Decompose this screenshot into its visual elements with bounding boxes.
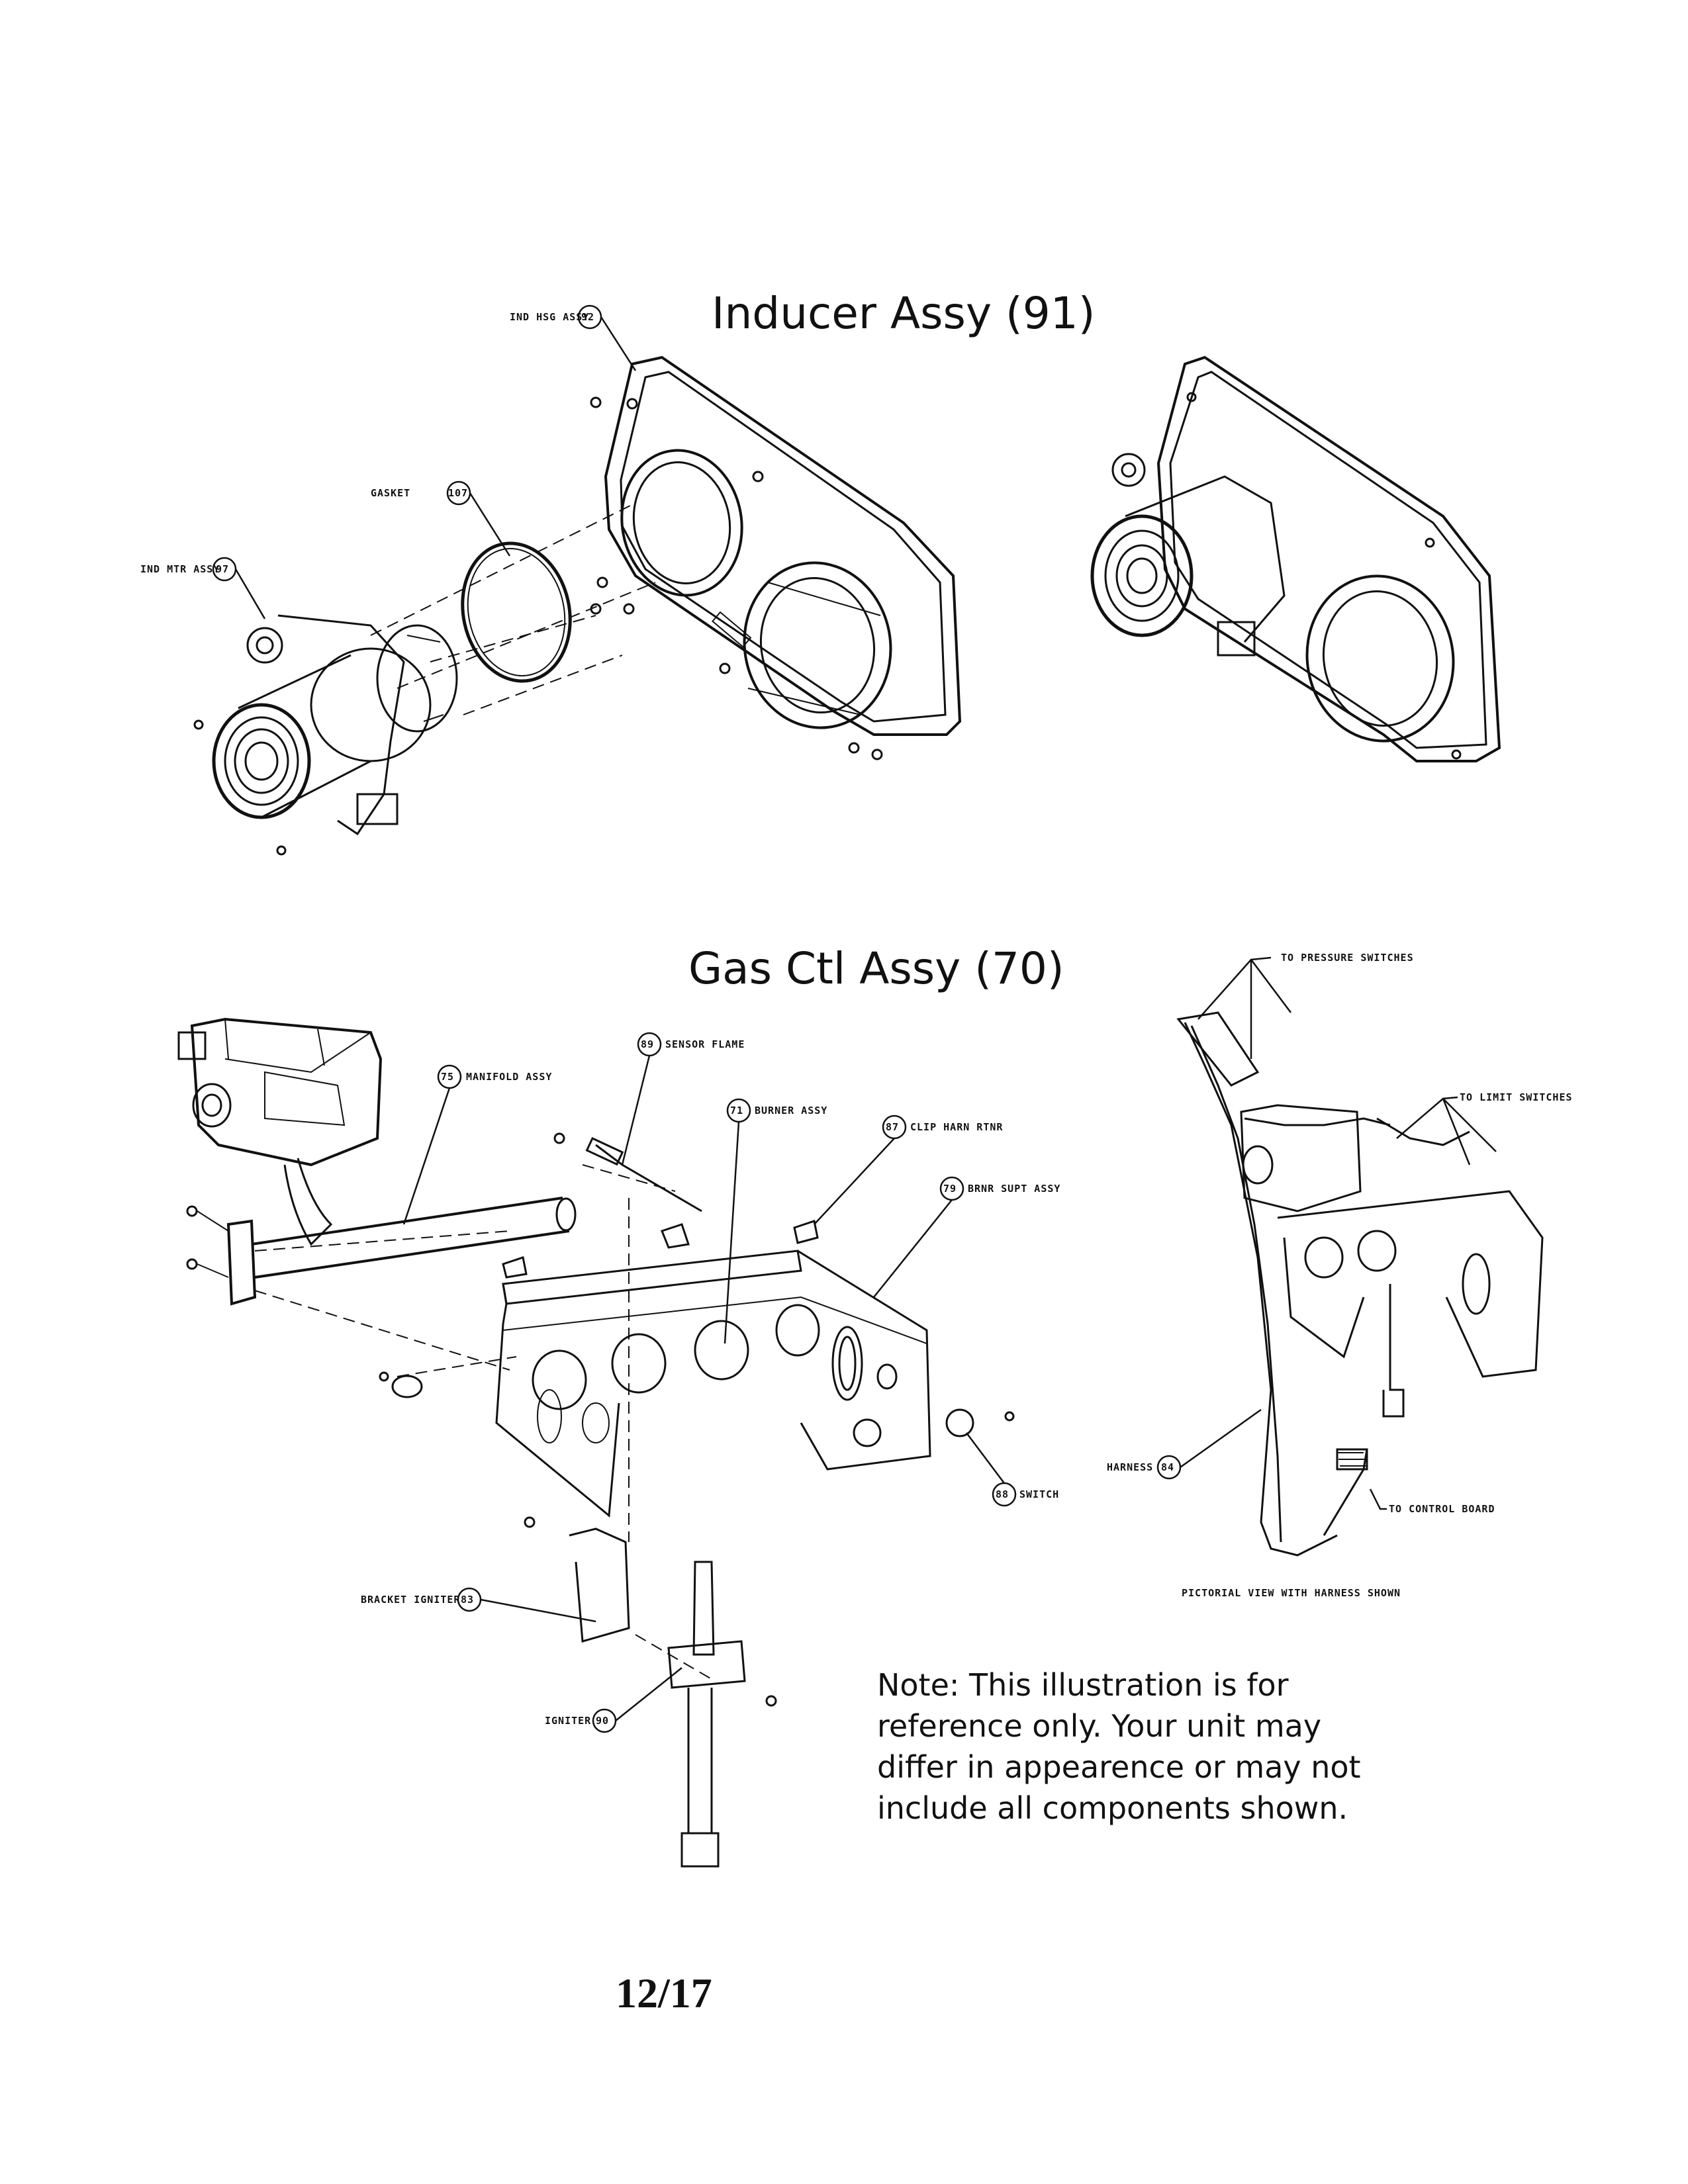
callout-clip-harn-rtnr: CLIP HARN RTNR [910,1121,1004,1133]
gasket-ring [450,533,583,692]
callout-ind-mtr-assy: IND MTR ASSY [140,563,220,575]
label-to-limit-switches: TO LIMIT SWITCHES [1460,1091,1573,1103]
label-to-pressure-switches: TO PRESSURE SWITCHES [1281,952,1414,964]
burner-support-assembly [496,1251,930,1516]
callout-num-89: 89 [641,1038,655,1050]
callout-gasket: GASKET [371,487,411,499]
callout-bracket-igniter: BRACKET IGNITER [361,1594,461,1606]
callout-num-71: 71 [730,1105,744,1116]
label-to-control-board: TO CONTROL BOARD [1389,1503,1495,1515]
reference-note: Note: This illustration is for reference… [877,1664,1473,1829]
igniter [694,1562,714,1655]
inducer-assy-title: Inducer Assy (91) [712,288,1096,339]
callout-num-97: 97 [216,563,230,575]
callout-num-88: 88 [996,1488,1009,1500]
igniter-bracket [569,1529,629,1641]
gas-ctl-assy-title: Gas Ctl Assy (70) [688,943,1064,994]
pictorial-view-caption: PICTORIAL VIEW WITH HARNESS SHOWN [1182,1587,1401,1599]
callout-manifold-assy: MANIFOLD ASSY [466,1071,553,1083]
callout-brnr-supt-assy: BRNR SUPT ASSY [968,1183,1061,1195]
callout-num-84: 84 [1161,1461,1175,1473]
callout-igniter: IGNITER [545,1715,592,1727]
callout-ind-hsg-assy: IND HSG ASSY [510,311,589,323]
callout-num-79: 79 [943,1183,957,1195]
inducer-motor-exploded [195,615,457,854]
gas-valve [179,1019,381,1165]
harness-pictorial-view [1178,1013,1542,1555]
note-line: include all components shown. [877,1790,1348,1826]
manifold-pipe [187,1158,575,1304]
callout-burner-assy: BURNER ASSY [755,1105,828,1116]
callout-label: IND HSG ASSY [510,311,590,323]
note-line: Note: This illustration is for [877,1667,1289,1703]
callout-num-83: 83 [461,1594,475,1606]
callout-num-90: 90 [596,1715,610,1727]
page-number: 12/17 [616,1970,712,2017]
flame-sensor [596,1145,702,1211]
note-line: reference only. Your unit may [877,1708,1322,1744]
callout-num-87: 87 [886,1121,900,1133]
callout-num-92: 92 [581,311,595,323]
callout-sensor-flame: SENSOR FLAME [665,1038,745,1050]
callout-harness: HARNESS [1107,1461,1154,1473]
inducer-assembled-view [1092,357,1499,761]
callout-switch: SWITCH [1019,1488,1060,1500]
note-line: differ in appearence or may not [877,1749,1361,1785]
callout-num-75: 75 [441,1071,455,1083]
inducer-housing-exploded [591,357,960,759]
callout-num-107: 107 [448,487,469,499]
